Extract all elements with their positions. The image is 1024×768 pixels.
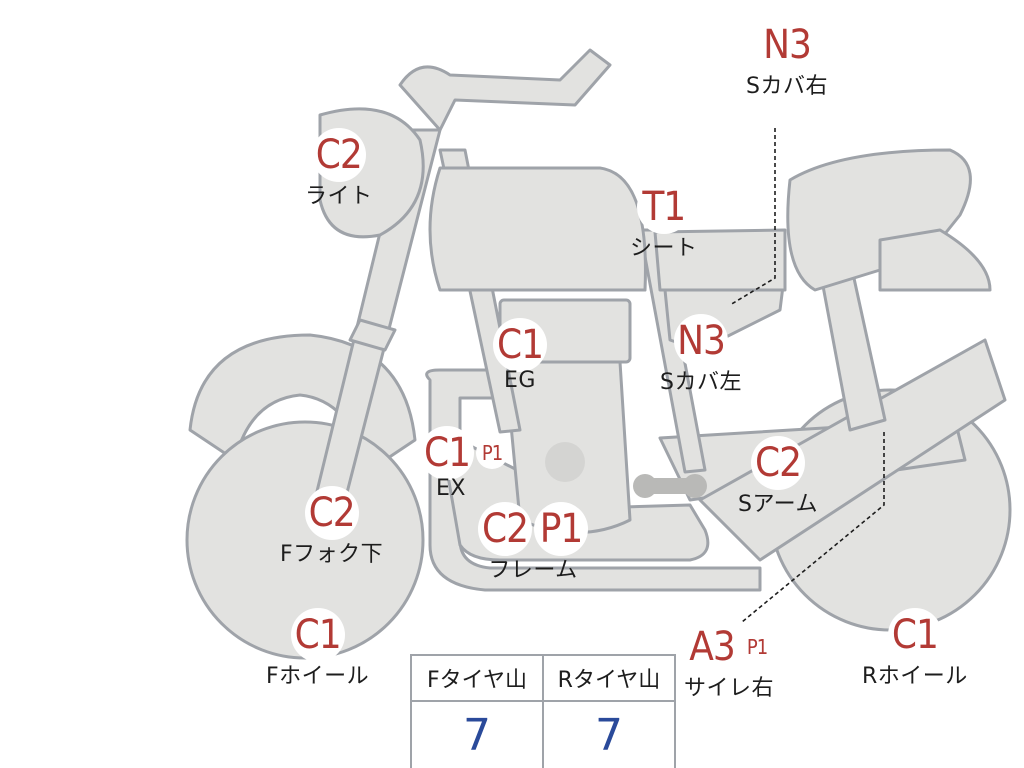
grade-code: C2 [311,128,366,182]
grade-code: C1 [887,608,942,662]
part-label: EX [436,476,466,501]
label-a3-muffler-right: A3 P1 サイレ右 [684,620,774,702]
label-c2p1-frame: C2 P1 フレーム [478,502,588,584]
grade-code: C1 [290,608,345,662]
part-label: EG [504,368,536,393]
part-label: ライト [305,184,373,209]
grade-code: C1 [493,318,547,372]
label-n3-s-cover-right: N3 Sカバ右 [746,18,828,100]
paint-code: P1 [476,437,508,469]
rear-tire-value: 7 [542,700,676,768]
label-c1-exhaust: C1 P1 EX [420,426,508,501]
paint-code: P1 [741,631,773,663]
label-c1-front-wheel: C1 Fホイール [266,608,369,690]
label-c2-light: C2 ライト [305,128,373,210]
part-label: シート [630,236,698,261]
paint-code: P1 [534,502,588,556]
grade-code: A3 [685,620,739,674]
grade-code: C2 [751,436,805,490]
grade-code: C2 [478,502,532,556]
label-n3-s-cover-left: N3 Sカバ左 [660,314,742,396]
tire-tread-table: Fタイヤ山 Rタイヤ山 7 7 [410,654,676,768]
part-label: Sカバ右 [746,74,828,99]
part-label: サイレ右 [684,676,775,701]
label-c2-swing-arm: C2 Sアーム [738,436,818,518]
part-label: Fホイール [266,664,370,689]
rear-tire-header: Rタイヤ山 [542,654,676,702]
grade-code: T1 [636,180,691,234]
part-label: Fフォク下 [280,542,384,567]
front-tire-value: 7 [410,700,544,768]
grade-code: C1 [420,426,474,480]
part-label: Rホイール [862,664,968,689]
label-c1-engine: C1 EG [493,318,547,393]
label-c1-rear-wheel: C1 Rホイール [862,608,968,690]
label-t1-seat: T1 シート [630,180,698,262]
grade-code: C2 [304,486,359,540]
grade-code: N3 [759,18,814,72]
part-label: Sカバ左 [660,370,742,395]
part-label: フレーム [488,558,578,583]
part-label: Sアーム [738,492,818,517]
front-tire-header: Fタイヤ山 [410,654,544,702]
label-c2-front-fork-lower: C2 Fフォク下 [280,486,383,568]
grade-code: N3 [673,314,728,368]
